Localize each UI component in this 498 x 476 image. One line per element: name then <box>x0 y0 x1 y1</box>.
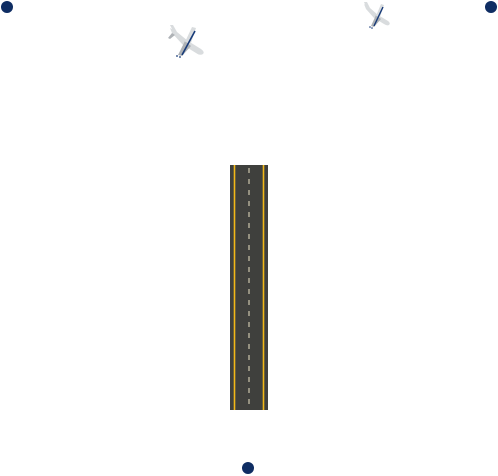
airplane-icon[interactable] <box>360 0 392 30</box>
waypoint-bottom-dot[interactable] <box>242 462 254 474</box>
waypoint-top-right-dot[interactable] <box>485 1 497 13</box>
waypoint-top-left-dot[interactable] <box>1 1 13 13</box>
runway[interactable] <box>230 165 268 410</box>
airplane-icon[interactable] <box>164 22 206 60</box>
airplane-body <box>364 2 390 29</box>
airplane-body <box>168 25 204 58</box>
